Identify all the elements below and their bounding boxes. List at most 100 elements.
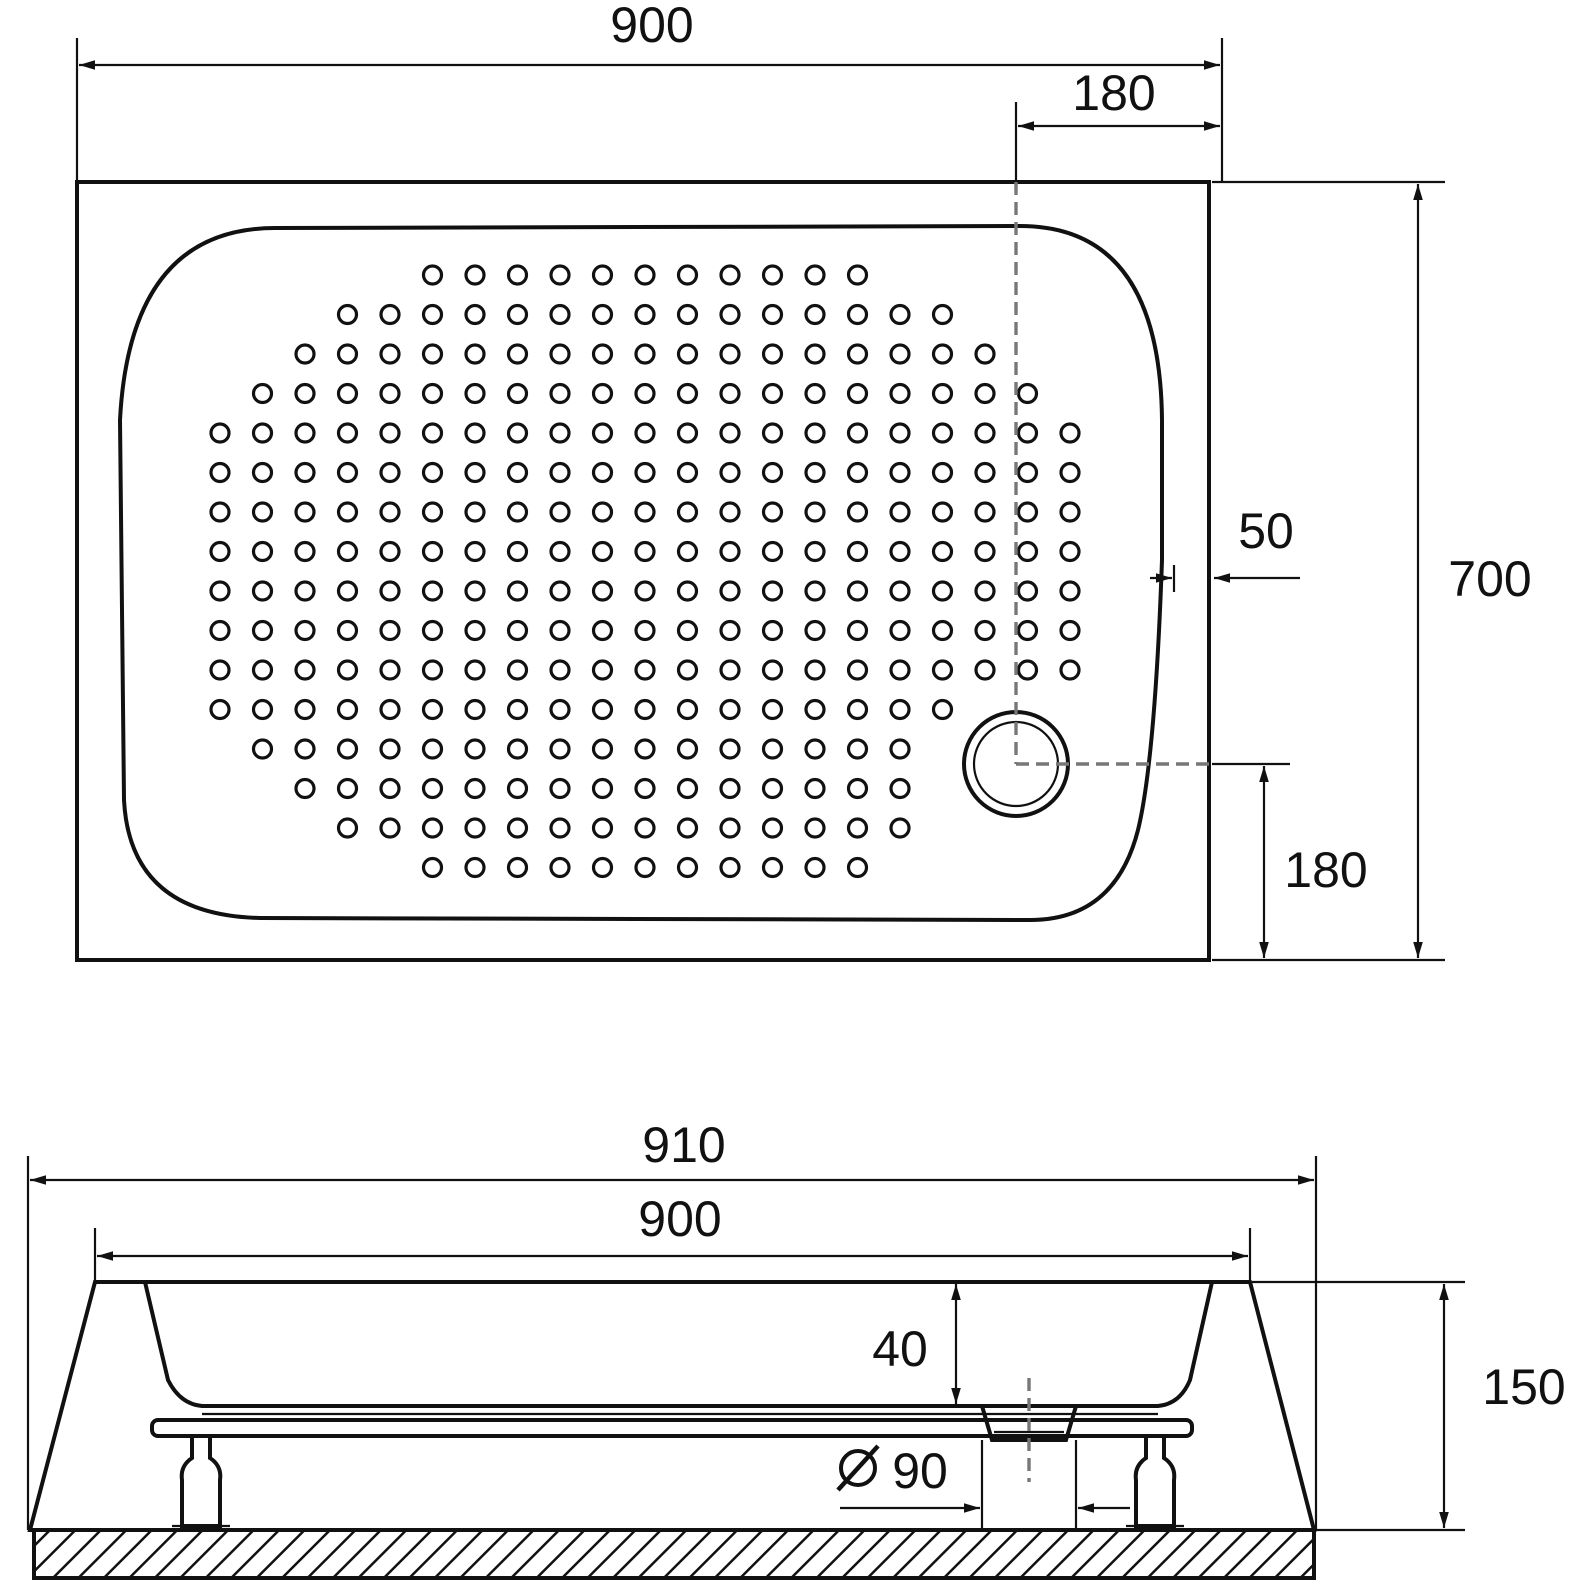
anti-slip-dot (506, 619, 529, 642)
anti-slip-dot (676, 619, 699, 642)
anti-slip-dot (1059, 501, 1081, 523)
anti-slip-dot (549, 540, 571, 563)
anti-slip-dot (676, 777, 699, 800)
anti-slip-dot (804, 659, 826, 681)
anti-slip-dot (209, 698, 231, 721)
anti-slip-dot (846, 540, 869, 563)
dimension-basin-depth: 40 (872, 1321, 928, 1377)
anti-slip-dot (676, 659, 699, 681)
anti-slip-dot (421, 659, 444, 681)
anti-slip-dot (379, 659, 401, 681)
anti-slip-dot (634, 382, 656, 405)
anti-slip-dot (464, 461, 486, 484)
anti-slip-dot (549, 501, 571, 523)
anti-slip-dot (379, 540, 401, 563)
anti-slip-dot (634, 264, 656, 286)
anti-slip-dot (1016, 382, 1039, 405)
anti-slip-dot (591, 580, 614, 602)
anti-slip-dot (549, 619, 571, 642)
anti-slip-dot (251, 619, 274, 642)
anti-slip-dot (761, 698, 784, 721)
anti-slip-dot (676, 264, 699, 286)
anti-slip-dot (336, 738, 359, 760)
anti-slip-dot (549, 659, 571, 681)
anti-slip-dot (251, 422, 274, 444)
anti-slip-dot (889, 540, 911, 563)
anti-slip-dot (931, 619, 954, 642)
anti-slip-dot (464, 343, 486, 365)
anti-slip-dot (846, 382, 869, 405)
anti-slip-dot (634, 343, 656, 365)
anti-slip-dot (634, 659, 656, 681)
anti-slip-dot (421, 501, 444, 523)
anti-slip-dot (804, 698, 826, 721)
anti-slip-dot (676, 501, 699, 523)
anti-slip-dot (889, 580, 911, 602)
anti-slip-dot (761, 777, 784, 800)
anti-slip-dot (464, 659, 486, 681)
anti-slip-dot (1016, 501, 1039, 523)
dimension-outer-width: 910 (642, 1117, 725, 1173)
anti-slip-dot (804, 580, 826, 602)
anti-slip-dot (804, 264, 826, 286)
anti-slip-dot (549, 382, 571, 405)
anti-slip-dot (464, 856, 486, 879)
anti-slip-dot (719, 264, 741, 286)
anti-slip-dot (889, 619, 911, 642)
anti-slip-dot (251, 501, 274, 523)
anti-slip-dot (931, 422, 954, 444)
anti-slip-dot (931, 461, 954, 484)
anti-slip-dot (761, 619, 784, 642)
dimension-inner-width: 900 (638, 1191, 721, 1247)
support-plate (150, 1418, 1194, 1438)
anti-slip-dot (591, 540, 614, 563)
anti-slip-dot (294, 580, 316, 602)
anti-slip-dot (549, 461, 571, 484)
anti-slip-dot (974, 343, 996, 365)
tray-rim-outline (75, 180, 1211, 962)
anti-slip-dot (379, 303, 401, 326)
anti-slip-dot (761, 461, 784, 484)
anti-slip-dot (889, 738, 911, 760)
anti-slip-dot (591, 817, 614, 839)
anti-slip-dot (336, 343, 359, 365)
anti-slip-dot (294, 461, 316, 484)
anti-slip-dot (379, 422, 401, 444)
anti-slip-dot (1059, 540, 1081, 563)
anti-slip-dot (549, 738, 571, 760)
anti-slip-dot (379, 817, 401, 839)
anti-slip-dot (421, 264, 444, 286)
anti-slip-dot (846, 422, 869, 444)
anti-slip-dot (294, 659, 316, 681)
anti-slip-dot (464, 540, 486, 563)
anti-slip-dot (676, 343, 699, 365)
anti-slip-dot (379, 501, 401, 523)
anti-slip-dot (889, 461, 911, 484)
anti-slip-dot (634, 422, 656, 444)
anti-slip-dot (379, 619, 401, 642)
anti-slip-dot (931, 659, 954, 681)
anti-slip-dot (549, 422, 571, 444)
anti-slip-dot (804, 461, 826, 484)
anti-slip-dot (676, 698, 699, 721)
anti-slip-dot (379, 698, 401, 721)
anti-slip-dot (719, 461, 741, 484)
anti-slip-dot (931, 343, 954, 365)
anti-slip-dot (506, 698, 529, 721)
anti-slip-dot (634, 580, 656, 602)
anti-slip-dot (1059, 580, 1081, 602)
anti-slip-dot (1059, 422, 1081, 444)
anti-slip-dot (549, 817, 571, 839)
anti-slip-dot (294, 540, 316, 563)
anti-slip-dot (974, 540, 996, 563)
anti-slip-dot (846, 659, 869, 681)
anti-slip-dot (379, 580, 401, 602)
anti-slip-dot (804, 382, 826, 405)
anti-slip-dot (294, 343, 316, 365)
anti-slip-dot (719, 619, 741, 642)
anti-slip-dot (804, 777, 826, 800)
anti-slip-dot (464, 777, 486, 800)
anti-slip-dot (336, 580, 359, 602)
anti-slip-dot (846, 343, 869, 365)
